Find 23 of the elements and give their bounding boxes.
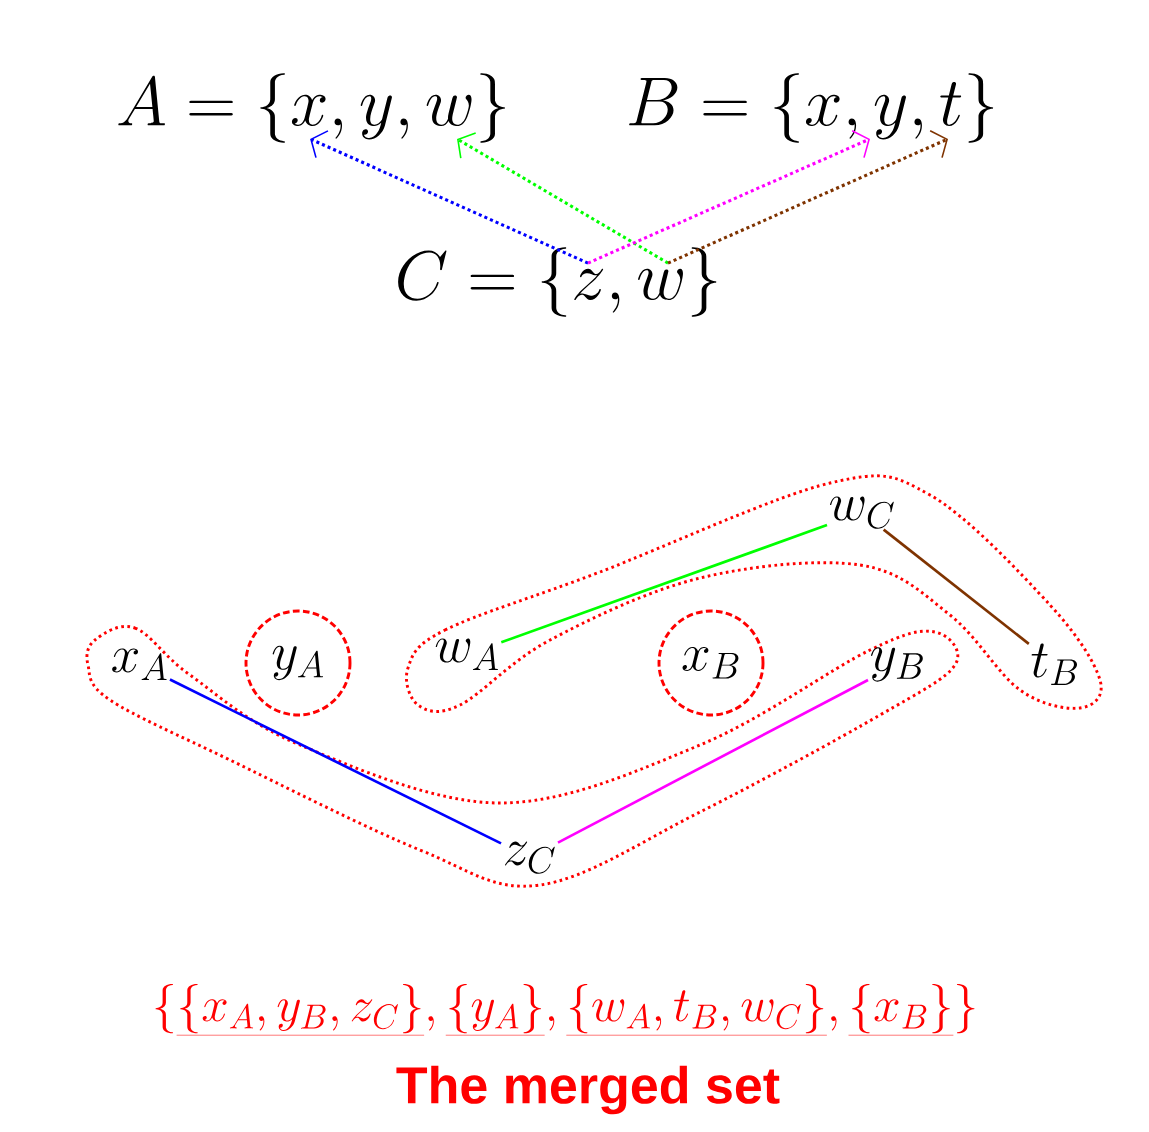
element-label: $x_A$ (112, 648, 167, 680)
element-label: $w_A$ (435, 638, 498, 670)
connector-line (169, 678, 502, 845)
arrow (587, 129, 870, 265)
element-label: $z_C$ (504, 841, 555, 874)
arrow (310, 130, 589, 265)
dotted-region (85, 625, 960, 888)
connector-line (557, 678, 869, 844)
connector-line (500, 523, 828, 644)
element-label: $y_B$ (871, 647, 923, 682)
set-formula: $A=\{x,y,w\}$ (118, 73, 505, 143)
set-formula: $B=\{x,y,t\}$ (629, 73, 994, 143)
element-label: $w_C$ (830, 496, 894, 529)
arrow (457, 132, 669, 265)
set-formula: $C=\{z,w\}$ (398, 247, 717, 317)
dotted-region (405, 474, 1103, 713)
caption: The merged set (396, 1065, 780, 1115)
circled-element: $x_B$ (657, 609, 765, 717)
element-label: $t_B$ (1031, 643, 1077, 685)
arrow (667, 130, 948, 265)
circled-element: $y_A$ (244, 609, 352, 717)
connector-line (882, 528, 1030, 645)
merged-set-formula: $\Big\{\underline{\{x_A, y_B, z_C\}}, \underline{\{y_A\}}, \underline{\{w_A, t_B, w_C\}}, \underline{\{x_B\}}\Big\}$ (155, 984, 975, 1036)
